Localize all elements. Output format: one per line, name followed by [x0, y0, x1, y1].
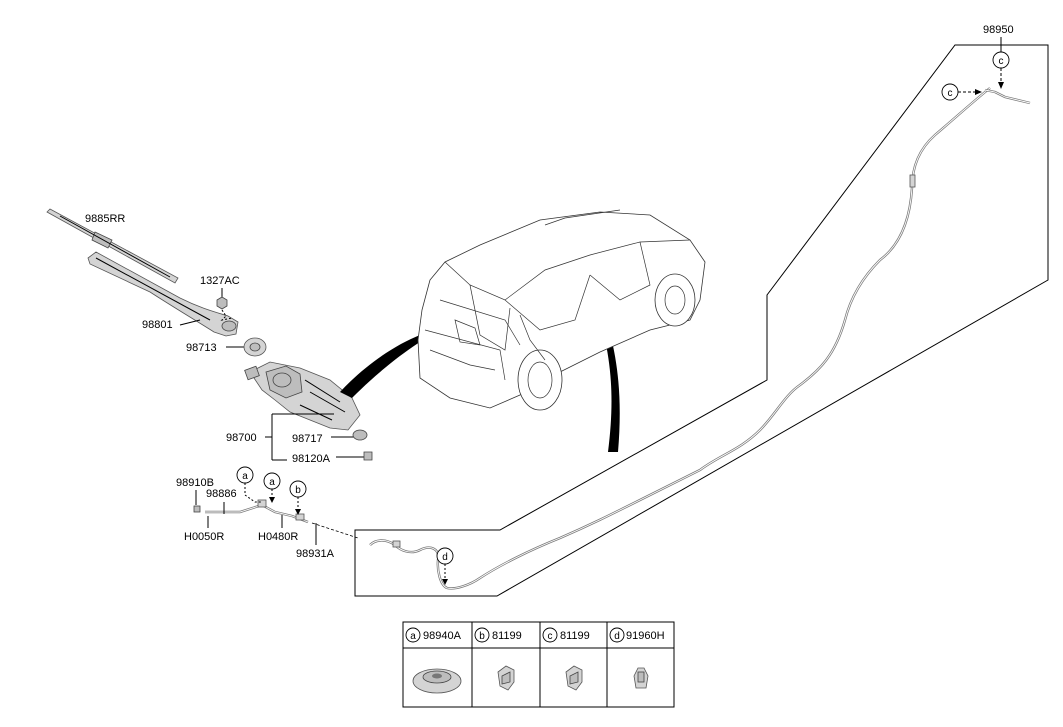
legend-a-callout	[405, 627, 421, 643]
callout-a-2-letter: a	[269, 477, 275, 488]
label-1327AC: 1327AC	[200, 275, 240, 287]
legend-c-letter: c	[548, 631, 553, 642]
callout-d-letter: d	[442, 552, 448, 563]
legend-d-part: 91960H	[626, 630, 665, 642]
callout-a-1-letter: a	[242, 471, 248, 482]
legend-d-letter: d	[614, 631, 620, 642]
label-98120A: 98120A	[292, 453, 331, 465]
legend-a-letter: a	[410, 631, 416, 642]
bolt-98120A	[363, 451, 373, 461]
label-98910B: 98910B	[176, 477, 214, 489]
legend-d-callout	[609, 627, 625, 643]
rear-washer-hose-left	[193, 499, 309, 524]
clip-91960H-image	[633, 667, 649, 689]
callout-c-left-letter: c	[948, 88, 953, 99]
legend-c-part: 81199	[560, 630, 590, 642]
legend-b-part: 81199	[492, 630, 522, 642]
wiper-motor	[244, 361, 361, 431]
clip-81199-b-image	[497, 665, 515, 691]
label-9885RR: 9885RR	[85, 213, 125, 225]
legend-b-callout	[474, 627, 490, 643]
label-H0050R: H0050R	[184, 531, 224, 543]
clip-81199-c-image	[565, 665, 583, 691]
label-98700: 98700	[226, 432, 257, 444]
label-98713: 98713	[186, 342, 217, 354]
nut-1327AC	[216, 296, 228, 310]
callout-c-top-letter: c	[999, 56, 1004, 67]
vehicle-illustration	[417, 209, 706, 411]
legend-b-letter: b	[479, 631, 485, 642]
legend-c-callout	[542, 627, 558, 643]
pointer-arrow-motor	[340, 312, 470, 398]
label-98950: 98950	[983, 24, 1014, 36]
label-98801: 98801	[142, 319, 173, 331]
grommet-98717	[352, 429, 368, 441]
washer-hose	[369, 87, 1031, 590]
clip-legend-table: a 98940A b 81199 c 81199 d 91960H	[402, 621, 675, 708]
label-98717: 98717	[292, 433, 323, 445]
callout-b-letter: b	[295, 485, 301, 496]
label-98886: 98886	[206, 488, 237, 500]
label-H0480R: H0480R	[258, 531, 298, 543]
label-98931A: 98931A	[296, 548, 335, 560]
pointer-arrow-hose	[604, 333, 620, 452]
legend-a-part: 98940A	[423, 630, 462, 642]
hose-link-dashed	[311, 522, 359, 539]
cap-98713	[243, 337, 267, 357]
wiper-blade	[46, 208, 179, 284]
clip-98940A-image	[412, 668, 462, 694]
wiper-arm	[87, 251, 239, 337]
